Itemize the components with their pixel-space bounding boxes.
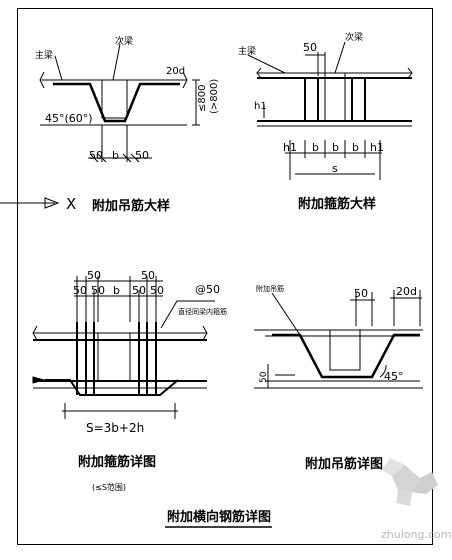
drawing-frame: [17, 8, 433, 545]
break-mark-left: [39, 71, 45, 89]
secondary-beam-leader-b: [334, 41, 346, 74]
dim-50-d: 50: [354, 287, 368, 300]
secondary-beam-section: [101, 80, 128, 119]
dim-bottom-b-4: h1: [370, 141, 384, 154]
dim-left-50-d: 50: [259, 371, 269, 383]
note-d: 附加吊筋: [256, 284, 284, 293]
dim-h1-left-b: h1: [254, 101, 267, 112]
dim-b-a: b: [112, 149, 119, 162]
leader-arrowhead: [44, 197, 60, 209]
dim-s-b: s: [332, 162, 338, 175]
hanger-bar: [53, 82, 180, 123]
dim-top-50-c-1: 50: [141, 269, 155, 282]
note-c: 直径同梁内箍筋: [178, 307, 227, 316]
dim-row-c-3: 50: [132, 284, 146, 297]
diagram-a-hanger-bar-detail: [0, 43, 200, 209]
diagram-b-stirrup-detail: [247, 41, 413, 180]
sub-caption-c: (≤S范围): [92, 482, 126, 492]
spacing-label: @50: [195, 283, 220, 296]
label-secondary-beam-b: 次梁: [345, 31, 363, 43]
dim-bottom-b-2: b: [332, 141, 339, 154]
hanger-bar-d: [272, 333, 420, 379]
dim-bottom-b-1: b: [312, 141, 319, 154]
diagram-d-hanger-detail-drawing: [254, 290, 423, 389]
dim-row-c-2: b: [113, 284, 120, 297]
bottom-hanger-c: [45, 379, 179, 396]
dim-800-le: ≤800: [197, 85, 208, 112]
caption-b: 附加箍筋大样: [298, 196, 376, 212]
dim-50-b: 50: [303, 41, 317, 54]
dims-row-c: 50 50 b 50 50: [73, 284, 164, 297]
dim-row-c-0: 50: [73, 284, 87, 297]
watermark-logo: [382, 458, 438, 506]
main-beam-leader-b: [247, 54, 286, 74]
dim-row-c-1: 50: [91, 284, 105, 297]
angle-label-d: 45°: [384, 370, 404, 383]
dim-bottom-b-0: h1: [283, 141, 297, 154]
cross-symbol: X: [66, 195, 76, 213]
caption-d: 附加吊筋详图: [305, 456, 383, 472]
left-arrow-c: [32, 376, 46, 384]
secondary-beam-leader: [112, 43, 121, 81]
label-main-beam-a: 主梁: [35, 49, 53, 61]
dim-top-50-c-0: 50: [87, 269, 101, 282]
dim-20d-a: 20d: [166, 66, 185, 77]
dim-800-gt: (>800): [209, 79, 220, 114]
dim-20d-d: 20d: [396, 285, 417, 298]
spacing-leader: [160, 300, 215, 329]
dim-row-c-4: 50: [150, 284, 164, 297]
break-mark-right: [182, 71, 188, 89]
angle-label-a: 45°(60°): [45, 112, 93, 125]
dim-50-right-a: 50: [135, 149, 149, 162]
main-beam-leader: [54, 55, 63, 81]
dim-total-c: S=3b+2h: [86, 421, 144, 435]
diagram-c-stirrup-detail-drawing: [32, 276, 215, 419]
dim-bottom-b-3: b: [352, 141, 359, 154]
footer-title: 附加横向钢筋详图: [167, 509, 271, 525]
label-secondary-beam-a: 次梁: [115, 35, 133, 47]
angle-arc-d: [379, 364, 387, 378]
note-leader-d: [271, 292, 301, 336]
caption-a: 附加吊筋大样: [92, 198, 170, 214]
dims-bottom-b: h1 b b b h1: [283, 141, 384, 154]
caption-c: 附加箍筋详图: [78, 454, 156, 470]
label-main-beam-b: 主梁: [238, 45, 256, 57]
dim-50-left-a: 50: [89, 149, 103, 162]
watermark-text: zhulong.com: [381, 528, 451, 541]
